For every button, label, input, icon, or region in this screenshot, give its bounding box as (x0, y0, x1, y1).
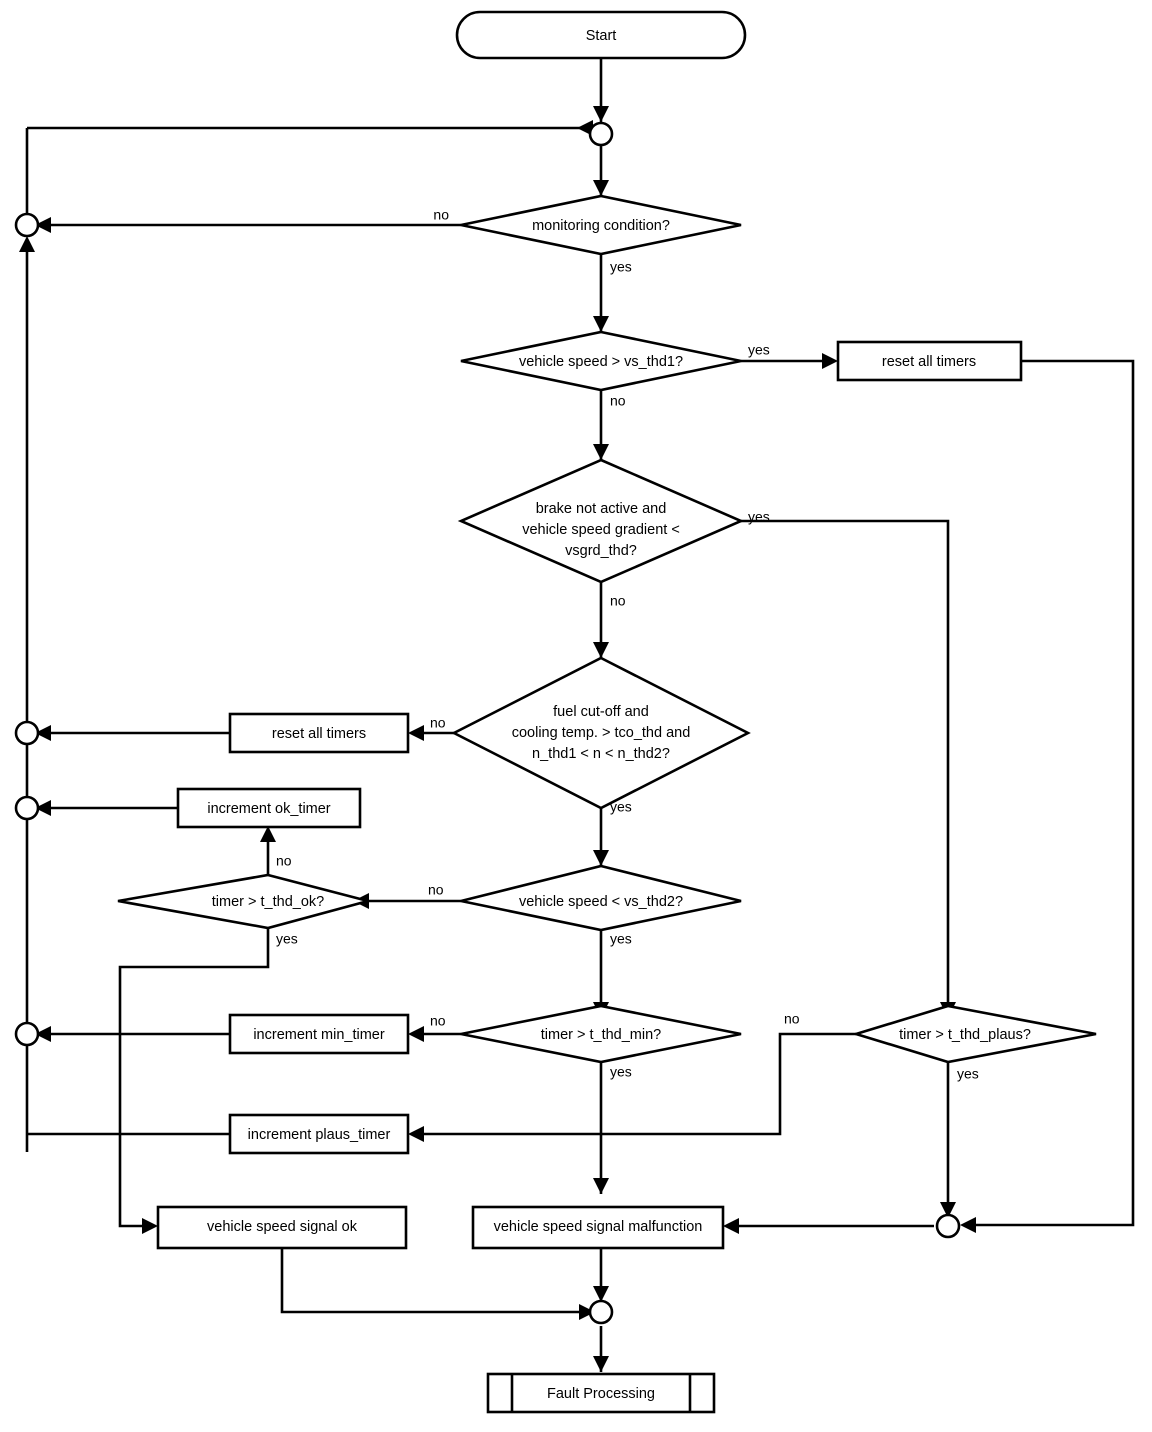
node-increment-plaus-timer-label: increment plaus_timer (248, 1127, 391, 1143)
node-timer-gt-t-thd-min-label: timer > t_thd_min? (541, 1027, 662, 1043)
node-timer-gt-t-thd-plaus-label: timer > t_thd_plaus? (899, 1027, 1031, 1043)
arrowhead-tthdplaus-yes (940, 1202, 956, 1218)
edge-label-vsthd2-yes: yes (610, 931, 632, 947)
arrowhead-monitoring-no (35, 217, 51, 233)
node-fuel-cutoff-line2: cooling temp. > tco_thd and (512, 725, 691, 741)
edge-label-fuel-no: no (430, 715, 446, 731)
node-timer-gt-t-thd-min[interactable] (460, 1004, 742, 1064)
arrowhead-vsthd1-yes (822, 353, 838, 369)
junction-j1 (588, 121, 614, 147)
arrowhead-start-j1 (593, 106, 609, 122)
node-vehicle-speed-lt-vs-thd2[interactable] (460, 864, 742, 932)
node-monitoring-condition[interactable] (460, 194, 742, 256)
node-fuel-cutoff-line3: n_thd1 < n < n_thd2? (532, 746, 670, 762)
node-fuel-cutoff-line1: fuel cut-off and (553, 704, 649, 720)
edge-label-vsthd2-no: no (428, 882, 444, 898)
node-increment-ok-timer[interactable] (176, 787, 362, 829)
node-brake-gradient[interactable] (457, 458, 745, 584)
arrowhead-brake-no (593, 642, 609, 658)
junction-j7-bottom-right (935, 1213, 961, 1239)
node-vehicle-speed-gt-vs-thd1-label: vehicle speed > vs_thd1? (519, 354, 683, 370)
arrowhead-j1-monitoring (593, 180, 609, 196)
node-increment-min-timer-label: increment min_timer (253, 1027, 385, 1043)
junction-j4-left-oktimer (14, 795, 40, 821)
node-timer-gt-t-thd-ok-label: timer > t_thd_ok? (212, 894, 324, 910)
arrowhead-ok-timer-left (35, 800, 51, 816)
node-brake-gradient-line1: brake not active and (536, 501, 667, 517)
node-reset-all-timers-mid-label: reset all timers (272, 726, 366, 742)
arrowhead-fuel-no (408, 725, 424, 741)
edge-label-monitoring-yes: yes (610, 259, 632, 275)
arrowhead-vsthd1-no (593, 444, 609, 460)
node-vehicle-speed-signal-malfunction[interactable] (471, 1205, 725, 1250)
junction-j3-left-reset (14, 720, 40, 746)
node-timer-gt-t-thd-plaus[interactable] (851, 1004, 1097, 1064)
edge-tthdok-yes (118, 928, 270, 1228)
arrowhead-tthdok-yes (142, 1218, 158, 1234)
node-increment-plaus-timer[interactable] (228, 1113, 410, 1155)
node-timer-gt-t-thd-ok[interactable] (117, 873, 374, 930)
node-reset-all-timers-top-label: reset all timers (882, 354, 976, 370)
node-vehicle-speed-signal-malfunction-label: vehicle speed signal malfunction (494, 1219, 703, 1235)
edge-label-tthdok-yes: yes (276, 931, 298, 947)
edge-label-brake-yes: yes (748, 509, 770, 525)
edge-label-brake-no: no (610, 593, 626, 609)
arrowhead-j7-malfunction (723, 1218, 739, 1234)
junction-j6-bottom-center (588, 1299, 614, 1325)
node-increment-ok-timer-label: increment ok_timer (207, 801, 330, 817)
arrowhead-monitoring-yes (593, 316, 609, 332)
arrowhead-reset-top-bottom (960, 1217, 976, 1233)
edge-label-tthdmin-yes: yes (610, 1064, 632, 1080)
node-fault-processing[interactable] (486, 1372, 716, 1414)
node-reset-all-timers-mid[interactable] (228, 712, 410, 754)
node-fuel-cutoff[interactable] (451, 656, 751, 810)
edge-reset-top-to-bottom-junction (975, 359, 1135, 1227)
edge-label-tthdplaus-no: no (784, 1011, 800, 1027)
node-fault-processing-label: Fault Processing (547, 1386, 655, 1402)
edge-ok-to-j6 (280, 1248, 587, 1314)
node-vehicle-speed-signal-ok[interactable] (156, 1205, 408, 1250)
arrowhead-fuel-yes (593, 850, 609, 866)
node-brake-gradient-line2: vehicle speed gradient < (522, 522, 680, 538)
edge-label-vsthd1-yes: yes (748, 342, 770, 358)
junction-j2-left-top (14, 212, 40, 238)
arrowhead-tthdmin-no (408, 1026, 424, 1042)
arrowhead-malfunction-j6 (593, 1286, 609, 1302)
edge-label-tthdplaus-yes: yes (957, 1066, 979, 1082)
edge-brake-yes (741, 519, 950, 1002)
node-start-label: Start (586, 28, 617, 44)
node-vehicle-speed-lt-vs-thd2-label: vehicle speed < vs_thd2? (519, 894, 683, 910)
edge-label-fuel-yes: yes (610, 799, 632, 815)
junction-j5-left-mintimer (14, 1021, 40, 1047)
arrowhead-trunk-into-j2 (19, 236, 35, 252)
edge-label-vsthd1-no: no (610, 393, 626, 409)
arrowhead-tthdmin-yes (593, 1178, 609, 1194)
edge-label-tthdok-no: no (276, 853, 292, 869)
edge-label-monitoring-no: no (433, 207, 449, 223)
arrowhead-tthdok-no (260, 826, 276, 842)
arrowhead-min-timer-left (35, 1026, 51, 1042)
node-monitoring-condition-label: monitoring condition? (532, 218, 670, 234)
edge-label-tthdmin-no: no (430, 1013, 446, 1029)
node-vehicle-speed-signal-ok-label: vehicle speed signal ok (207, 1219, 358, 1235)
arrowhead-tthdplaus-no (408, 1126, 424, 1142)
node-brake-gradient-line3: vsgrd_thd? (565, 543, 637, 559)
arrowhead-j6-fault (593, 1356, 609, 1372)
node-increment-min-timer[interactable] (228, 1013, 410, 1055)
arrowhead-reset-mid-left (35, 725, 51, 741)
node-reset-all-timers-top[interactable] (836, 340, 1023, 382)
node-start[interactable] (455, 10, 747, 60)
arrowhead-ok-j6 (579, 1304, 595, 1320)
node-vehicle-speed-gt-vs-thd1[interactable] (460, 330, 742, 392)
